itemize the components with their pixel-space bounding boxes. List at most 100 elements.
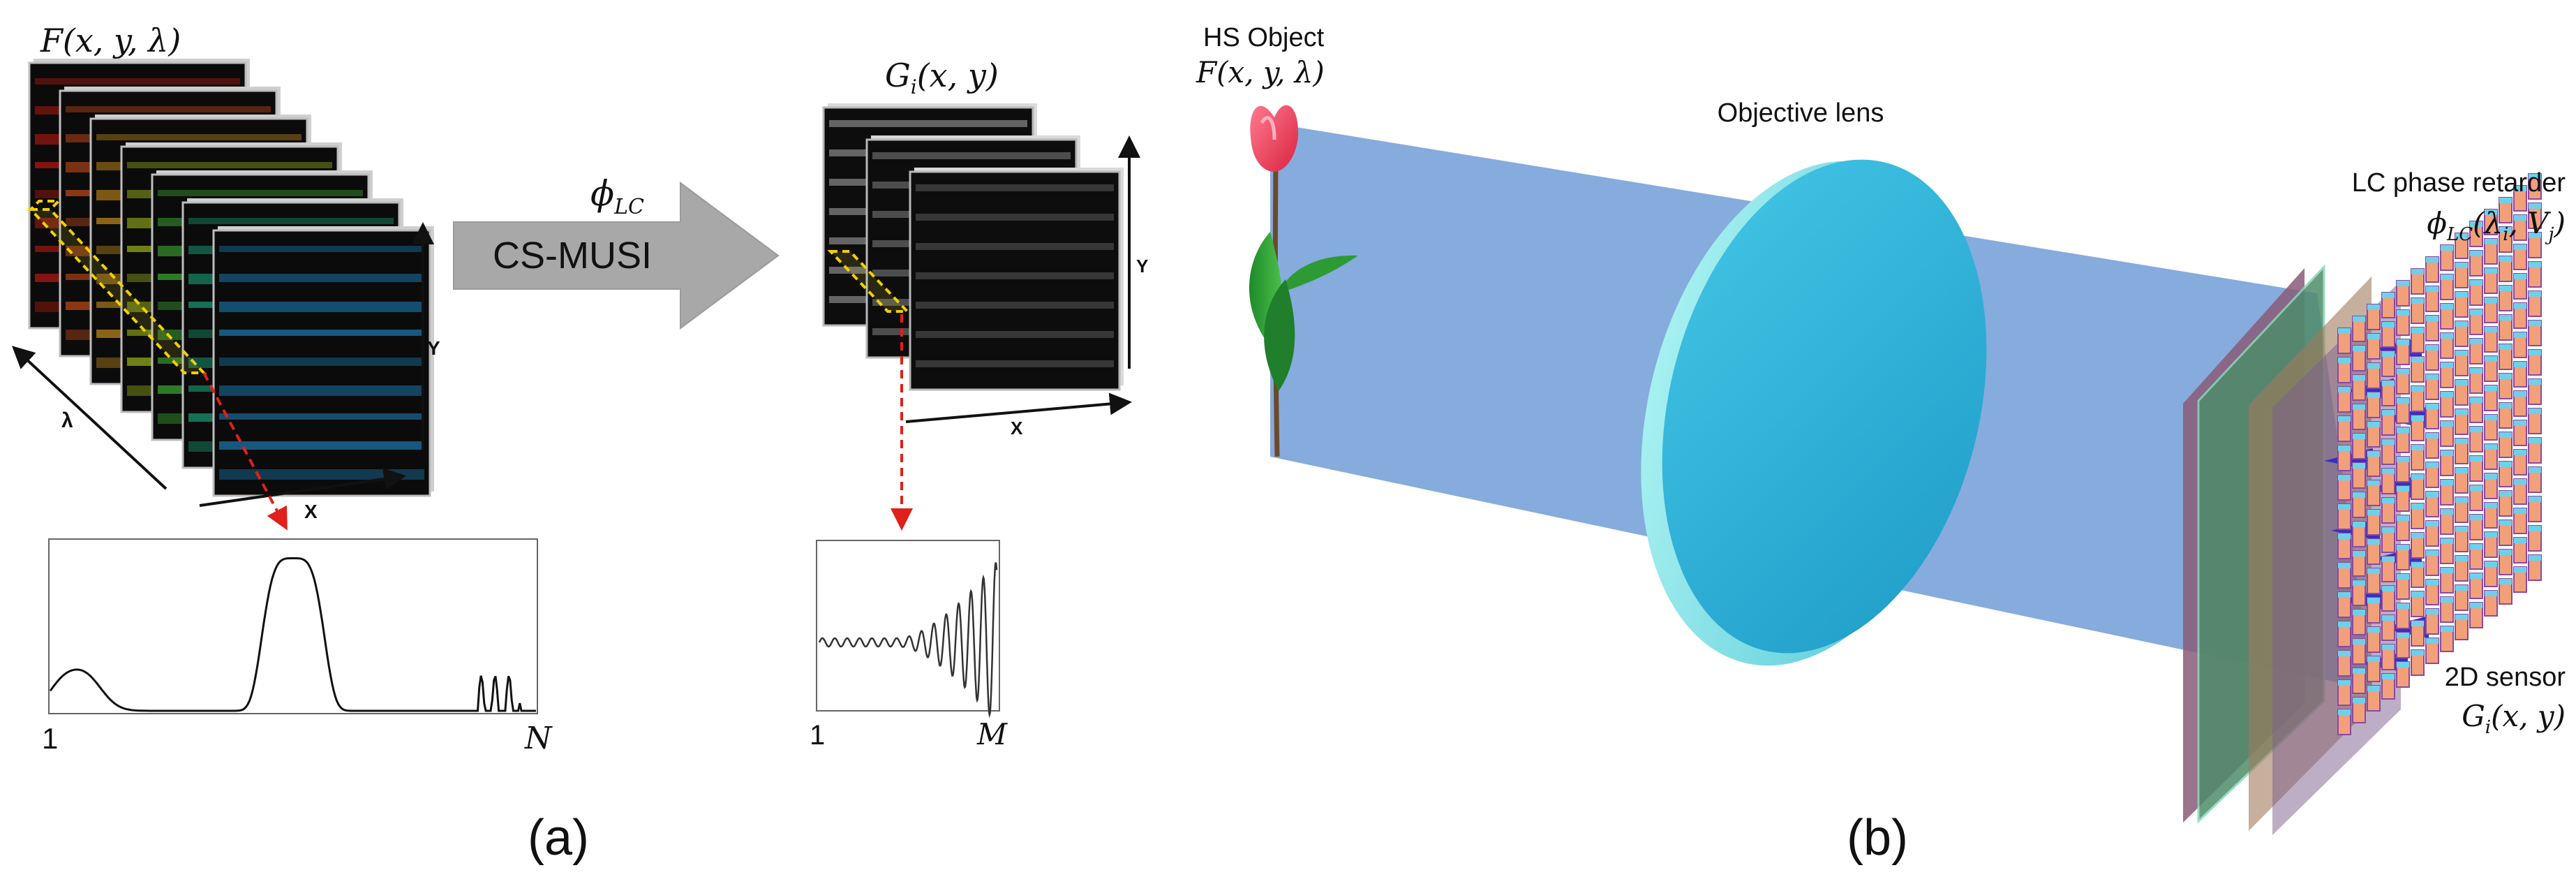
cube-layer [212, 226, 434, 497]
sensor-pixel-top [2441, 450, 2453, 456]
sensor-pixel-top [2529, 321, 2541, 326]
sensor-pixel-top [2470, 251, 2482, 256]
sensor-label-2: Gi(x, y) [2462, 699, 2566, 738]
sensor-pixel-top [2499, 315, 2512, 321]
sensor-pixel-top [2382, 351, 2395, 357]
sensor-pixel-top [2455, 351, 2468, 356]
measurement-frame-stripe [916, 302, 1114, 309]
sensor-pixel-top [2338, 358, 2351, 363]
sensor-pixel-top [2485, 268, 2497, 274]
arrow-text: CS-MUSI [493, 235, 652, 277]
measurement-frame-stripe [916, 331, 1114, 338]
sensor-pixel-top [2529, 408, 2541, 414]
sensor-pixel-top [2441, 245, 2453, 251]
sensor-pixel-top [2338, 504, 2351, 510]
sensor-pixel-top [2499, 344, 2512, 350]
sensor-pixel-top [2485, 209, 2497, 215]
sensor-pixel-top [2382, 322, 2395, 327]
sensor-pixel-top [2353, 492, 2365, 498]
sensor-pixel-top [2397, 545, 2409, 550]
sensor-pixel-top [2455, 468, 2468, 473]
sensor-pixel-top [2499, 286, 2512, 291]
caption-a: (a) [528, 810, 589, 866]
sensor-pixel-top [2499, 198, 2512, 203]
cube-layer-stripe [35, 78, 240, 84]
sensor-pixel-top [2455, 556, 2468, 561]
measurement-frame-stripe [916, 272, 1114, 279]
sensor-pixel-top [2455, 263, 2468, 268]
sensor-pixel-top [2426, 433, 2439, 439]
sensor-pixel-top [2382, 293, 2395, 298]
measurement-tick-end: M [976, 717, 1008, 751]
sensor-pixel-top [2353, 375, 2365, 381]
measurement-plot-frame [816, 540, 1000, 712]
sensor-pixel-top [2338, 709, 2351, 715]
cube-layer-face [212, 229, 431, 497]
sensor-pixel-top [2499, 550, 2512, 555]
sensor-pixel-top [2441, 362, 2453, 368]
caption-b: (b) [1847, 810, 1908, 866]
frames-label: Gi(x, y) [885, 57, 999, 98]
sensor-pixel-top [2367, 539, 2380, 545]
sensor-pixel-top [2426, 462, 2439, 468]
cube-layer-stripe [219, 469, 424, 480]
sensor-pixel-top [2470, 221, 2482, 227]
sensor-pixel-top [2397, 310, 2409, 316]
sensor-pixel-top [2397, 457, 2409, 462]
sensor-pixel-top [2485, 473, 2497, 479]
sensor-pixel-top [2397, 486, 2409, 492]
sensor-pixel-top [2338, 563, 2351, 568]
sensor-pixel-top [2382, 498, 2395, 503]
sensor-pixel-top [2411, 386, 2424, 392]
sensor-pixel-top [2426, 638, 2439, 644]
object-label-2: F(x, y, λ) [1196, 55, 1325, 89]
sensor-pixel-top [2353, 404, 2365, 410]
sensor-pixel-top [2470, 309, 2482, 315]
sensor-pixel-top [2353, 639, 2365, 644]
sensor-pixel-top [2441, 568, 2453, 573]
sensor-pixel-top [2397, 427, 2409, 433]
measurement-frame-stripe [829, 120, 1027, 127]
sensor-pixel-top [2397, 603, 2409, 609]
sensor-pixel-top [2455, 233, 2468, 239]
spectrum-tick-end: N [524, 721, 553, 756]
sensor-pixel-top [2529, 262, 2541, 267]
cube-layer-stripe [219, 441, 424, 450]
sensor-pixel-top [2485, 297, 2497, 303]
sensor-pixel-top [2514, 479, 2526, 485]
sensor-pixel-top [2338, 445, 2351, 451]
sensor-pixel-top [2426, 345, 2439, 351]
sensor-pixel-top [2411, 562, 2424, 568]
cube-layer-stripe [219, 330, 424, 336]
sensor-pixel-top [2441, 392, 2453, 397]
sensor-pixel-top [2367, 510, 2380, 515]
sensor-pixel-top [2470, 573, 2482, 579]
sensor-pixel-top [2455, 497, 2468, 503]
sensor-pixel-top [2514, 332, 2526, 338]
sensor-pixel-top [2485, 503, 2497, 508]
sensor-pixel-top [2455, 292, 2468, 297]
sensor-pixel-top [2353, 346, 2365, 351]
cube-layer-stripe [219, 385, 424, 396]
sensor-pixel-top [2529, 233, 2541, 238]
sensor-pixel-top [2411, 591, 2424, 597]
sensor-pixel-top [2411, 533, 2424, 538]
sensor-pixel-top [2367, 451, 2380, 457]
sensor-pixel-top [2455, 614, 2468, 620]
sensor-pixel-top [2441, 538, 2453, 544]
sensor-pixel-top [2397, 633, 2409, 638]
sensor-pixel-top [2338, 651, 2351, 656]
sensor-pixel-top [2338, 621, 2351, 627]
sensor-pixel-top [2426, 286, 2439, 292]
sensor-pixel-top [2353, 522, 2365, 527]
sensor-pixel-top [2397, 398, 2409, 404]
sensor-label-1: 2D sensor [2445, 663, 2566, 692]
cube-layer-stripe [219, 358, 424, 366]
sensor-pixel-top [2514, 303, 2526, 309]
spectrum-tick-start: 1 [42, 722, 58, 755]
sensor-pixel-top [2485, 385, 2497, 391]
sensor-pixel-top [2411, 621, 2424, 626]
sensor-pixel-top [2529, 526, 2541, 531]
sensor-pixel-top [2514, 508, 2526, 514]
